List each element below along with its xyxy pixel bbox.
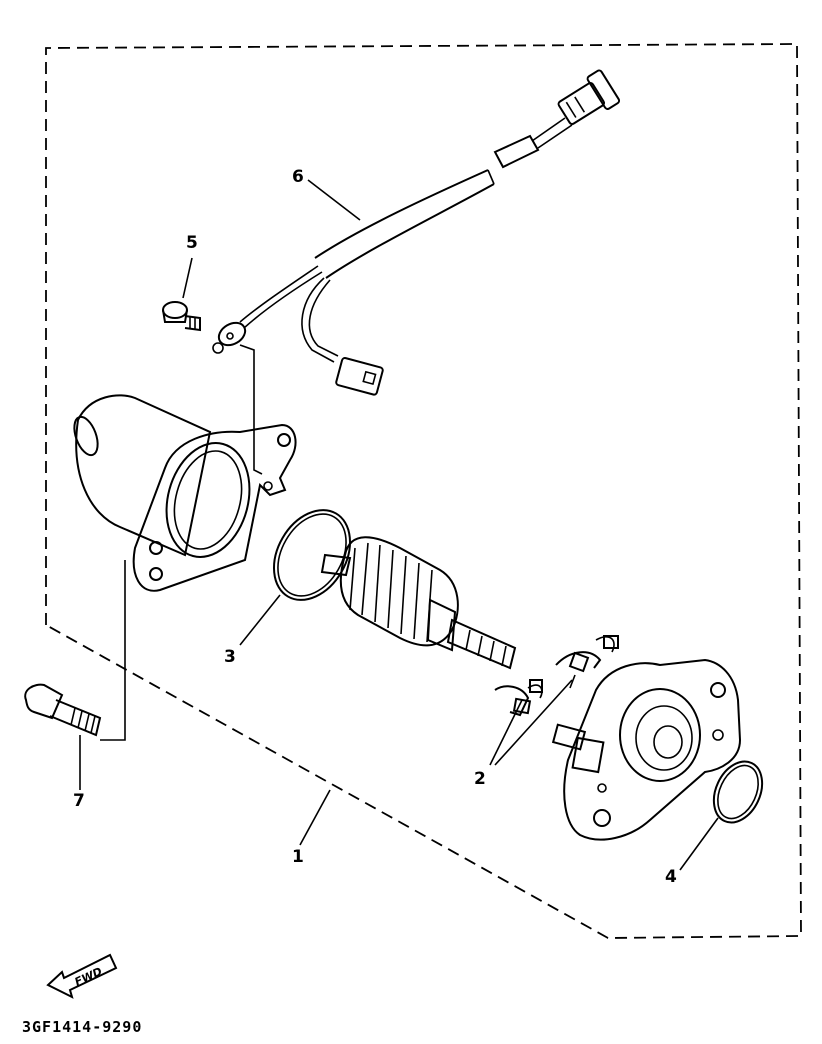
leader-1 [299, 789, 331, 846]
callout-7: 7 [73, 791, 85, 811]
callout-4: 4 [665, 867, 677, 887]
svg-text:FWD: FWD [73, 965, 105, 989]
forward-direction-arrow-icon: FWD [46, 953, 118, 999]
leader-2b [494, 679, 573, 766]
callout-2: 2 [474, 769, 486, 789]
callout-3: 3 [224, 647, 236, 667]
armature [320, 536, 517, 670]
leader-2a [489, 699, 523, 766]
screw-small [162, 301, 201, 332]
brush-set [494, 635, 619, 717]
bolt [24, 683, 102, 737]
end-cover [551, 658, 742, 841]
assembly-boundary [45, 43, 802, 939]
callout-1: 1 [292, 847, 304, 867]
o-ring-large [273, 509, 351, 601]
wire-harness [212, 69, 621, 396]
motor-yoke [73, 344, 297, 741]
callout-5: 5 [186, 233, 198, 253]
leader-3 [239, 594, 281, 646]
leader-5 [182, 257, 193, 299]
o-ring-small [712, 760, 764, 824]
leader-6 [307, 179, 361, 221]
callout-6: 6 [292, 167, 304, 187]
part-code: 3GF1414-9290 [22, 1018, 142, 1036]
leader-4 [679, 817, 719, 871]
